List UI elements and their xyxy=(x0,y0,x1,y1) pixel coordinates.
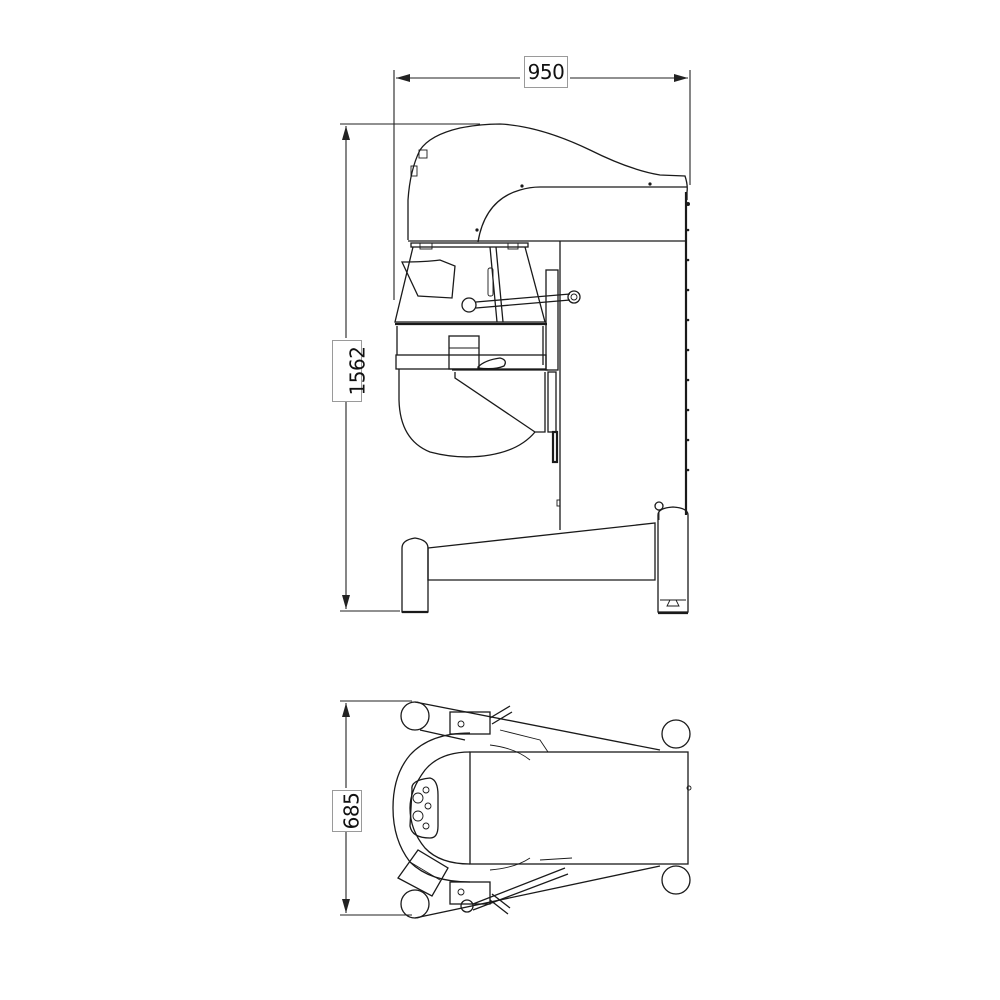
rear-rivets xyxy=(686,202,690,472)
width-dimension-line xyxy=(393,70,691,300)
height-dimension-label: 1562 xyxy=(332,340,369,402)
depth-dimension-value: 685 xyxy=(339,792,364,830)
height-dimension-line xyxy=(340,123,480,612)
front-left-foot xyxy=(400,701,430,731)
side-view xyxy=(394,123,690,615)
width-dimension-label: 950 xyxy=(524,56,568,88)
front-right-foot xyxy=(400,889,430,919)
rear-left-foot xyxy=(661,719,691,749)
top-view xyxy=(392,701,692,919)
rear-right-foot xyxy=(661,865,691,895)
depth-dimension-label: 685 xyxy=(332,790,363,832)
height-dimension-value: 1562 xyxy=(345,346,370,396)
depth-dimension-line xyxy=(340,700,412,916)
